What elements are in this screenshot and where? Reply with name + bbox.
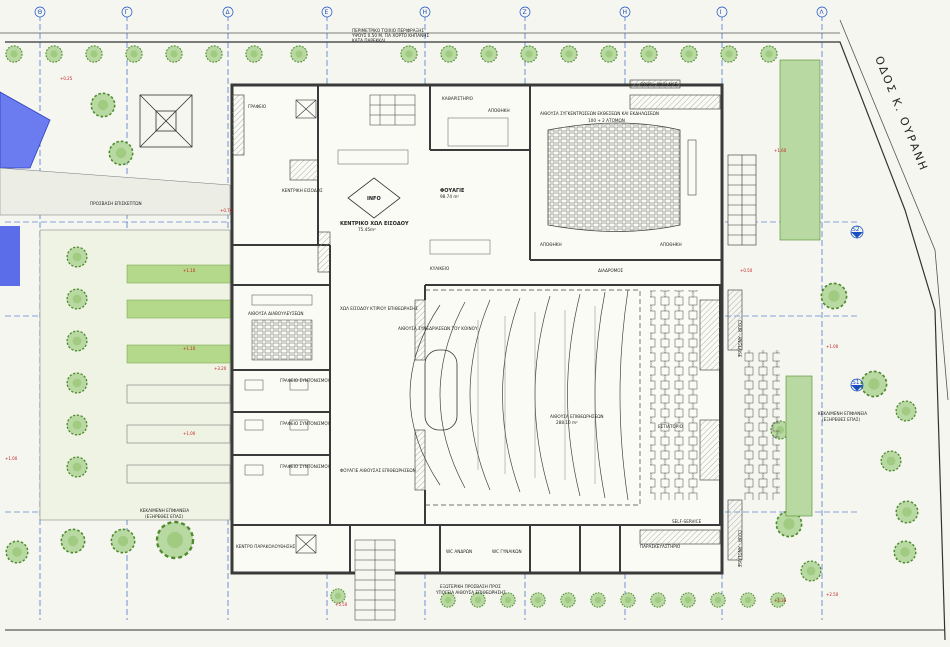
auditorium-label: ΑΙΘΟΥΣΑ ΕΠΙΘΕΩΡΗΣΕΩΝ bbox=[550, 414, 604, 419]
level-marker: +1.00 bbox=[183, 431, 196, 436]
level-marker: +1.10 bbox=[183, 346, 196, 351]
board-room-label: ΑΙΘΟΥΣΑ ΔΙΑΒΟΥΛΕΥΣΕΩΝ bbox=[248, 311, 303, 316]
level-marker: +3.20 bbox=[214, 366, 227, 371]
axis-label: Η bbox=[623, 9, 628, 16]
staff-office-label: ΚΕΝΤΡΟ ΠΑΡΑΚΟΛΟΥΘΗΣΗΣ bbox=[236, 544, 296, 549]
level-marker: +2.50 bbox=[826, 592, 839, 597]
meeting-hall-label: ΧΩΛ ΕΙΣΟΔΟΥ ΚΤΙΡΙΟΥ ΕΠΙΘΕΩΡΗΣΗΣ bbox=[340, 306, 418, 311]
prep-label: ΠΑΡΑΣΚΕΥΑΣΤΗΡΙΟ bbox=[640, 544, 681, 549]
auditorium-foyer-label: ΦΟΥΑΓΙΕ ΑΙΘΟΥΣΑΣ ΕΠΙΘΕΩΡΗΣΕΩΝ bbox=[340, 468, 416, 473]
lawn-strips bbox=[126, 384, 231, 484]
street-curb bbox=[839, 19, 949, 401]
south-access-sub: ΥΠΟΓΕΙΑ ΑΙΘΟΥΣΑ ΕΠΙΘΕΩΡΗΣΗΣ bbox=[435, 590, 506, 595]
auditorium-seat-ticks bbox=[477, 306, 596, 484]
level-marker: +1.60 bbox=[774, 148, 787, 153]
office-label: ΓΡΑΦΕΙΟ ΣΥΝΤΟΝΙΣΜΟΥ bbox=[280, 378, 331, 383]
auditorium-area: 288.10 m² bbox=[556, 420, 578, 425]
left-plaza bbox=[0, 167, 231, 216]
room-labels: ΦΟΥΑΓΙΕ 98.74 m² ΚΕΝΤΡΙΚΟ ΧΩΛ ΕΙΣΟΔΟΥ 75… bbox=[236, 82, 742, 595]
entrance-hall-label: ΚΕΝΤΡΙΚΟ ΧΩΛ ΕΙΣΟΔΟΥ bbox=[340, 221, 409, 227]
board-room-desks bbox=[251, 294, 313, 361]
axis-label: Ζ bbox=[523, 9, 527, 16]
restaurant-tables bbox=[650, 290, 698, 500]
restaurant-label: ΕΣΤΙΑΤΟΡΙΟ bbox=[658, 424, 684, 429]
office-label: ΓΡΑΦΕΙΟ ΣΥΝΤΟΝΙΣΜΟΥ bbox=[280, 421, 331, 426]
entrance-hall-area: 75.45m² bbox=[358, 227, 376, 232]
hedge-east bbox=[779, 59, 821, 517]
multipurpose-label: ΑΙΘΟΥΣΑ ΣΥΓΚΕΝΤΡΩΣΕΩΝ ΕΚΘΕΣΕΩΝ ΚΑΙ ΕΚΔΗΛ… bbox=[540, 111, 659, 116]
wc-men-label: WC ΑΝΔΡΩΝ bbox=[446, 549, 472, 554]
courtyard-left-sub: (ΕΞΗΡΕΘΕΣ ΕΠΑΣ) bbox=[145, 514, 183, 519]
access-ramp-label: ΠΡΟΣΒΑΣΗ ΕΠΙΣΚΕΠΤΩΝ bbox=[90, 201, 142, 206]
office-label: ΓΡΑΦΕΙΟ ΣΥΝΤΟΝΙΣΜΟΥ bbox=[280, 464, 331, 469]
office-label: ΓΡΑΦΕΙΟ bbox=[248, 104, 267, 109]
axis-label: Ε bbox=[325, 9, 329, 16]
grass-strips bbox=[126, 264, 231, 364]
council-room-label: ΑΙΘΟΥΣΑ ΣΥΝΕΔΡΙΑΣΕΩΝ ΤΟΥ ΚΟΙΝΟΥ bbox=[398, 326, 478, 331]
axis-label: Ι bbox=[720, 9, 722, 16]
axis-label: Η bbox=[423, 9, 428, 16]
grid-axis-bubbles bbox=[34, 6, 828, 18]
water-channel bbox=[0, 226, 20, 286]
court-anglaise-label: COUR - ANGLAISE bbox=[737, 530, 742, 568]
level-marker: +0.50 bbox=[740, 268, 753, 273]
water-feature bbox=[0, 91, 51, 169]
section-label: S1 bbox=[852, 379, 860, 386]
section-label: S2 bbox=[852, 226, 860, 233]
level-marker: +0.70 bbox=[220, 208, 233, 213]
section-mark-s2: S2 bbox=[850, 225, 864, 239]
perimeter-note: ΥΨΟΥΣ 0.50 Μ. ΓΙΑ ΧΟΡΤΟ ΚΗΠΑΝΗΣ bbox=[351, 33, 429, 38]
building bbox=[230, 79, 780, 621]
multipurpose-capacity: 100 + 2 ΑΤΟΜΩΝ bbox=[588, 118, 625, 123]
axis-label: Δ bbox=[226, 9, 231, 16]
info-label: INFO bbox=[367, 196, 381, 202]
level-marker: +1.10 bbox=[183, 268, 196, 273]
section-mark-s1: S1 bbox=[850, 378, 864, 392]
cleaning-label: ΚΑΘΑΡΙΣΤΗΡΙΟ bbox=[442, 96, 474, 101]
perimeter-note: ΚΑΤΑ ΠΑΡΕΚΚΛΙ bbox=[352, 38, 385, 43]
level-marker: +1.00 bbox=[826, 344, 839, 349]
grid-axis-labels: Θ Γ Δ Ε Η Ζ Η Ι Λ bbox=[38, 9, 825, 16]
corridor-label: ΔΙΑΔΡΟΜΟΣ bbox=[598, 268, 624, 273]
warehouse-label: ΑΠΟΘΗΚΗ bbox=[488, 108, 510, 113]
east-stair bbox=[727, 154, 757, 246]
courtyard-right-sub: (ΕΞΗΡΕΘΕΣ ΕΠΑΣ) bbox=[822, 417, 860, 422]
wc-women-label: WC ΓΥΝΑΙΚΩΝ bbox=[492, 549, 522, 554]
court-anglaise-label: COUR - ANGLAISE bbox=[640, 82, 678, 87]
entrance-label: ΚΕΝΤΡΙΚΗ ΕΙΣΟΔΟΣ bbox=[282, 188, 323, 193]
site-boundary bbox=[5, 41, 946, 641]
kitchenette-label: ΚΥΛΙΚΕΙΟ bbox=[430, 266, 450, 271]
perimeter-note: ΠΕΡΙΜΕΤΡΙΚΟ ΤΟΙΧΙΟ ΠΕΡΙΦΡΑΞΗΣ bbox=[352, 28, 424, 33]
south-access-label: ΕΞΩΤΕΡΙΚΗ ΠΡΟΣΒΑΣΗ ΠΡΟΣ bbox=[440, 584, 501, 589]
level-marker: +0.25 bbox=[60, 76, 73, 81]
level-marker: +1.00 bbox=[5, 456, 18, 461]
foyer-area: 98.74 m² bbox=[440, 194, 459, 199]
courtyard-left-label: ΚΕΚΛΙΜΕΝΗ ΕΠΙΦΑΝΕΙΑ bbox=[140, 508, 189, 513]
axis-label: Θ bbox=[38, 9, 43, 16]
axis-label: Λ bbox=[820, 9, 825, 16]
terrace-tables bbox=[740, 350, 780, 500]
level-marker: +1.30 bbox=[774, 598, 787, 603]
seat-block-multipurpose bbox=[547, 122, 681, 232]
warehouse-label: ΑΠΟΘΗΚΗ bbox=[540, 242, 562, 247]
axis-label: Γ bbox=[125, 9, 129, 16]
court-anglaise-label: COUR - ANGLAISE bbox=[737, 320, 742, 358]
info-kiosk bbox=[347, 177, 401, 219]
courtyard-right-label: ΚΕΚΛΙΜΕΝΗ ΕΠΙΦΑΝΕΙΑ bbox=[818, 411, 867, 416]
council-table bbox=[424, 349, 458, 431]
level-markers: +0.70 +1.10 +1.10 +1.00 +3.20 +1.00 +5.5… bbox=[5, 76, 839, 607]
office-desks bbox=[244, 379, 309, 476]
pyramid-skylight bbox=[139, 94, 193, 148]
foyer-label: ΦΟΥΑΓΙΕ bbox=[440, 188, 465, 194]
self-service-label: SELF-SERVICE bbox=[672, 519, 702, 524]
level-marker: +5.50 bbox=[335, 602, 348, 607]
warehouse-label: ΑΠΟΘΗΚΗ bbox=[660, 242, 682, 247]
